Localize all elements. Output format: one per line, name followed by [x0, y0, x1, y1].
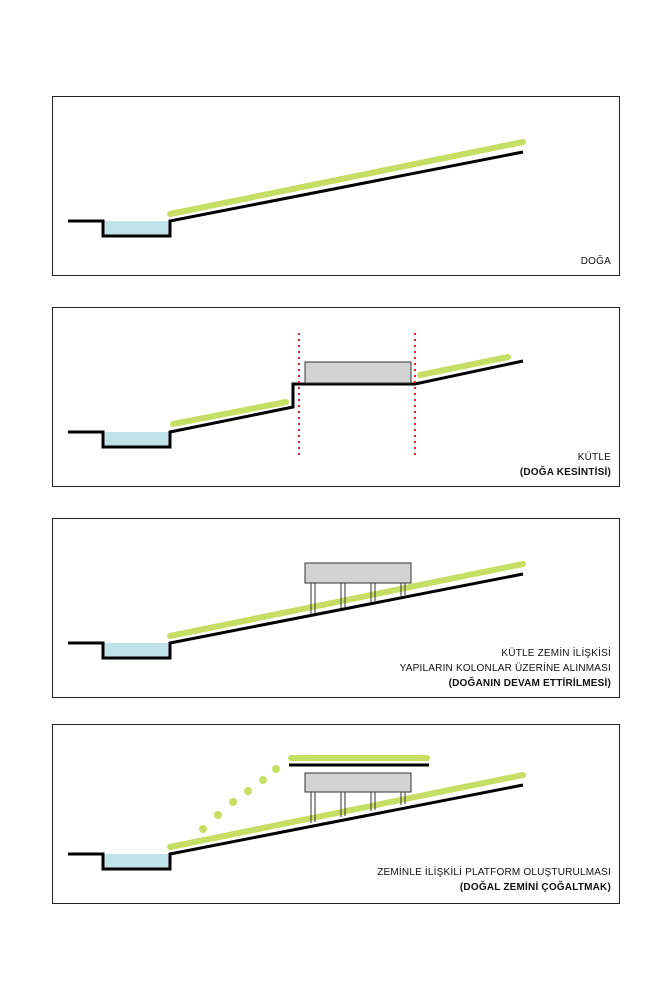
diagram-panel-columns: KÜTLE ZEMİN İLİŞKİSİ YAPILARIN KOLONLAR …	[52, 518, 620, 698]
caption-bold-line: (DOĞANIN DEVAM ETTİRİLMESİ)	[448, 678, 611, 689]
grass-line-upper	[417, 354, 511, 378]
ground-line	[68, 359, 524, 449]
water-pool	[103, 221, 170, 236]
water-pool	[103, 854, 170, 869]
building-mass	[304, 562, 412, 584]
building-mass	[304, 361, 412, 384]
grass-dot	[199, 825, 207, 833]
grass-line-lower	[170, 399, 289, 427]
caption-line: KÜTLE	[577, 452, 611, 463]
caption-line: ZEMİNLE İLİŞKİLİ PLATFORM OLUŞTURULMASI	[377, 867, 611, 878]
caption-bold-line: (DOĞA KESİNTİSİ)	[519, 467, 611, 478]
diagram-panel-mass: KÜTLE (DOĞA KESİNTİSİ)	[52, 307, 620, 487]
section-drawing-mass	[68, 333, 524, 458]
columns	[310, 792, 406, 823]
panel-caption: KÜTLE ZEMİN İLİŞKİSİ YAPILARIN KOLONLAR …	[400, 646, 611, 691]
diagram-panel-platform: ZEMİNLE İLİŞKİLİ PLATFORM OLUŞTURULMASI …	[52, 724, 620, 904]
water-pool	[103, 432, 170, 447]
grass-line	[167, 561, 526, 639]
ground-line	[68, 572, 524, 660]
section-drawing-platform	[68, 755, 526, 871]
grass-dot	[259, 776, 267, 784]
dotted-grass-connection	[199, 765, 280, 833]
panel-caption: DOĞA	[581, 254, 611, 269]
caption-line: YAPILARIN KOLONLAR ÜZERİNE ALINMASI	[399, 663, 611, 674]
caption-bold-line: (DOĞAL ZEMİNİ ÇOĞALTMAK)	[459, 882, 611, 893]
columns	[310, 583, 406, 614]
section-drawing-nature	[68, 139, 526, 238]
grass-dot	[272, 765, 280, 773]
grass-dot	[244, 787, 252, 795]
panel-caption: ZEMİNLE İLİŞKİLİ PLATFORM OLUŞTURULMASI …	[377, 865, 611, 895]
caption-line: DOĞA	[580, 256, 611, 267]
caption-line: KÜTLE ZEMİN İLİŞKİSİ	[501, 648, 611, 659]
ground-line	[68, 150, 524, 238]
ground-line	[68, 783, 524, 871]
grass-dot	[229, 798, 237, 806]
grass-dot	[214, 811, 222, 819]
diagram-panel-nature: DOĞA	[52, 96, 620, 276]
water-pool	[103, 643, 170, 658]
building-mass	[304, 772, 412, 793]
grass-line	[167, 772, 526, 850]
panel-caption: KÜTLE (DOĞA KESİNTİSİ)	[520, 450, 611, 480]
grass-line	[167, 139, 526, 217]
section-drawing-columns	[68, 561, 526, 660]
